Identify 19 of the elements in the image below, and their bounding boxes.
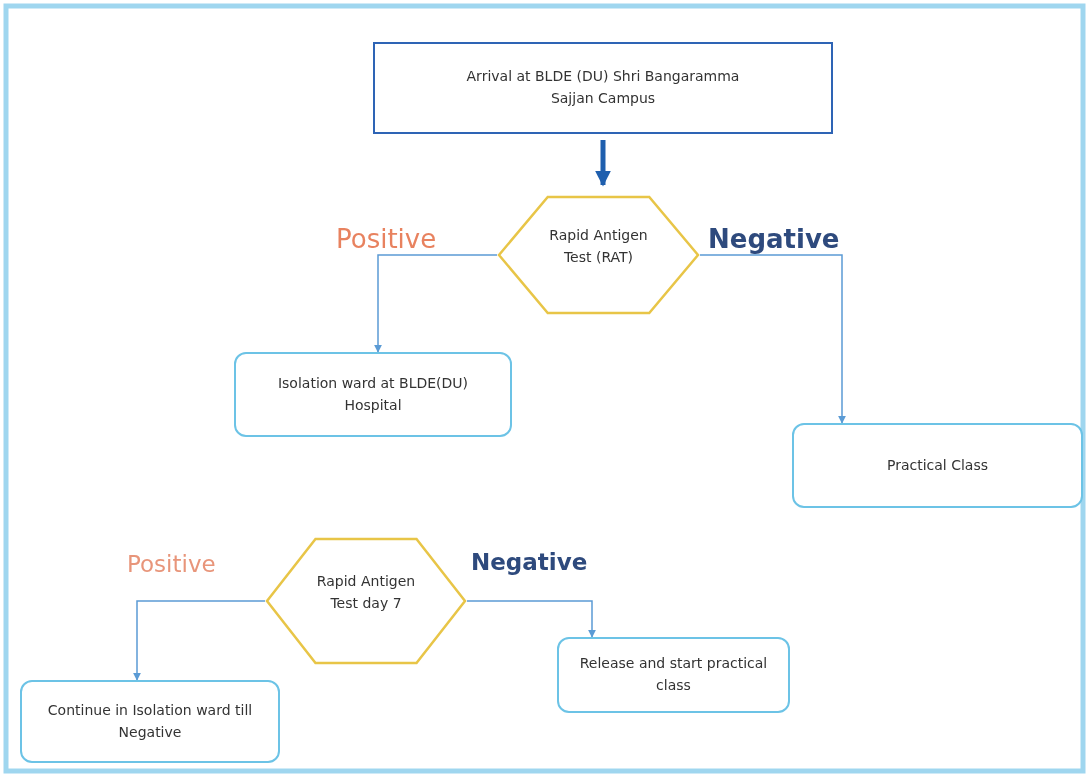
- node-text: Release and start practical class: [578, 654, 769, 695]
- process-box: [557, 637, 790, 713]
- decision-hexagon: [265, 537, 467, 665]
- node-text: Continue in Isolation ward till Negative: [46, 700, 254, 742]
- node-text: Arrival at BLDE (DU) Shri Bangaramma Sajjan Campus: [465, 67, 741, 108]
- decision-hexagon: [497, 195, 700, 315]
- arrow: [595, 140, 611, 187]
- node-text: Practical Class: [886, 455, 989, 475]
- node-text: Rapid Antigen Test (RAT): [548, 226, 649, 267]
- process-box: [373, 42, 833, 134]
- arrow: [466, 600, 596, 638]
- arrow: [374, 254, 498, 353]
- process-box: [234, 352, 512, 437]
- arrow: [699, 254, 846, 424]
- node-text: Isolation ward at BLDE(DU) Hospital: [276, 373, 470, 415]
- node-text: Rapid Antigen Test day 7: [315, 572, 417, 613]
- process-box: [792, 423, 1083, 508]
- arrow: [133, 600, 266, 681]
- process-box: [20, 680, 280, 763]
